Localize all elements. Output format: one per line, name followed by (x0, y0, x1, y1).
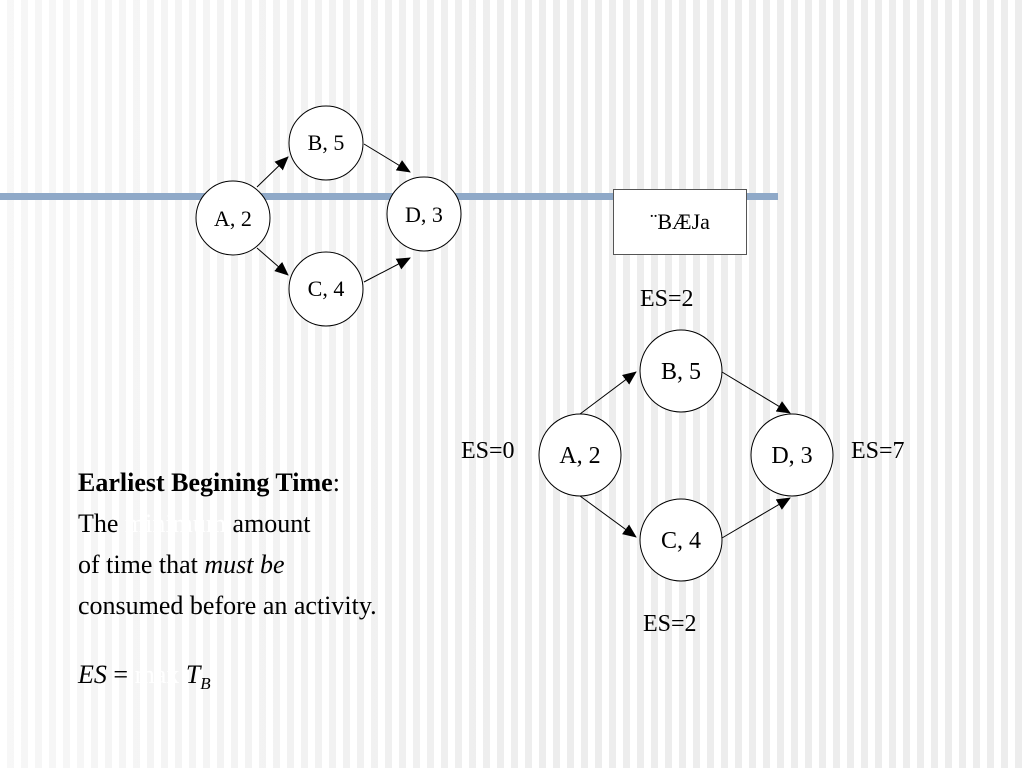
formula-lhs: ES (78, 660, 107, 689)
title-divider-bar (0, 193, 778, 200)
bottom-node-c: C, 4 (639, 498, 723, 582)
definition-line1-start: The (78, 509, 119, 538)
definition-line-0: Earliest Begining Time: (78, 462, 377, 503)
formula-equals: = (113, 660, 129, 689)
bottom-edge-b-d (721, 371, 791, 414)
legend-box-text: ¨BÆJa (650, 209, 710, 234)
top-edge-c-d (363, 257, 411, 283)
bottom-node-b: B, 5 (639, 329, 723, 413)
definition-colon: : (332, 468, 340, 497)
bottom-node-d-label: D, 3 (771, 443, 812, 469)
formula-var-letter: T (185, 660, 201, 689)
top-edge-b-d (363, 143, 411, 173)
es-label-c: ES=2 (643, 611, 697, 637)
legend-box: ¨BÆJa (613, 189, 747, 255)
definition-line-3: consumed before an activity. (78, 591, 377, 620)
top-node-d-label: D, 3 (405, 202, 443, 227)
definition-emphasis: must be (204, 550, 285, 579)
top-node-c: C, 4 (288, 251, 364, 327)
bottom-node-a-label: A, 2 (559, 443, 600, 469)
bottom-node-c-label: C, 4 (661, 528, 701, 554)
top-diagram-edges (256, 143, 411, 283)
es-label-a: ES=0 (461, 438, 515, 464)
definition-line-1: The minimum amount (78, 503, 377, 544)
top-node-c-label: C, 4 (308, 276, 345, 301)
top-node-a-label: A, 2 (214, 206, 252, 231)
definition-term: Earliest Begining Time (78, 468, 333, 497)
background-fade (0, 0, 560, 768)
top-node-b: B, 5 (288, 105, 364, 181)
bottom-node-d: D, 3 (750, 413, 834, 497)
formula-max: max (134, 660, 180, 689)
es-formula: ES = max TB (78, 660, 211, 694)
top-edge-a-c (256, 247, 289, 276)
top-node-b-label: B, 5 (308, 130, 345, 155)
bottom-diagram-edges (579, 371, 791, 539)
es-label-b: ES=2 (640, 286, 694, 312)
definition-line1-end: amount (232, 509, 311, 538)
bottom-node-a: A, 2 (538, 413, 622, 497)
formula-var: TB (185, 660, 211, 693)
top-node-d: D, 3 (386, 176, 462, 252)
bottom-edge-a-b (579, 371, 637, 415)
definition-line2-start: of time that (78, 550, 198, 579)
formula-subscript: B (200, 674, 211, 693)
bottom-node-b-label: B, 5 (661, 359, 701, 385)
definition-text: Earliest Begining Time: The minimum amou… (78, 462, 377, 626)
definition-line-2: of time that must be (78, 544, 377, 585)
top-node-a: A, 2 (195, 180, 271, 256)
bottom-edge-a-c (579, 495, 637, 538)
top-edge-a-b (256, 156, 289, 188)
es-label-d: ES=7 (851, 438, 905, 464)
definition-highlight-word: minimum (124, 509, 227, 538)
bottom-edge-c-d (721, 497, 791, 539)
